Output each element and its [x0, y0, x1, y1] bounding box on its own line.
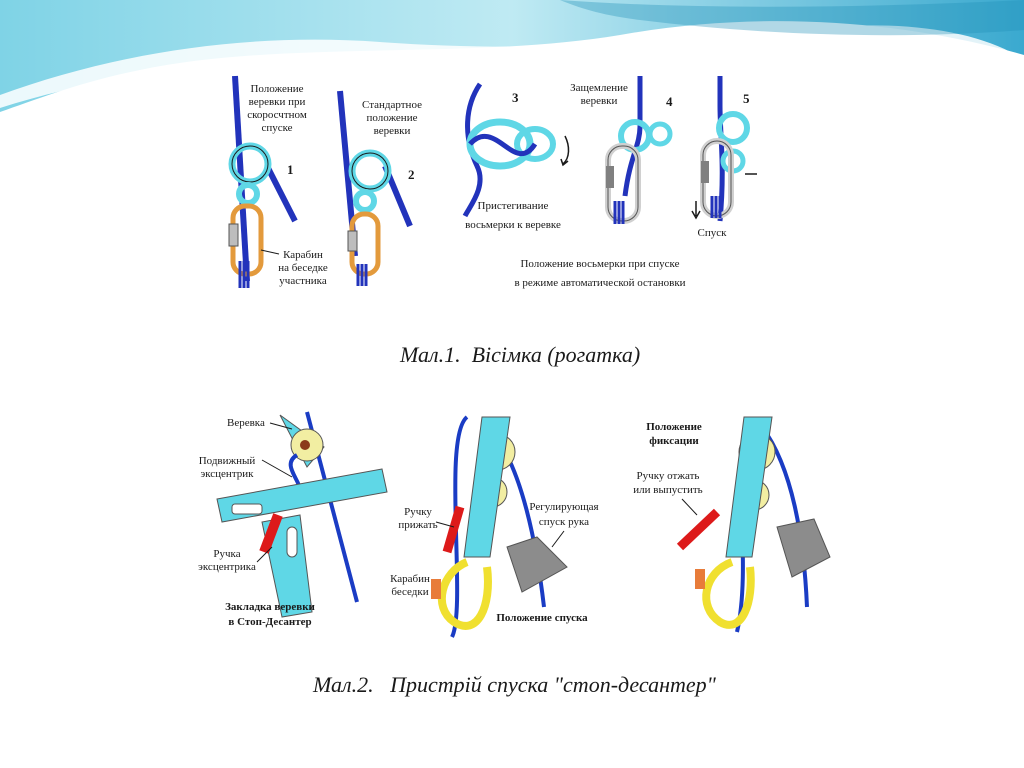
- figure1-label-attaching: Пристегивание восьмерки к веревке: [465, 200, 561, 231]
- svg-text:прижать: прижать: [398, 519, 437, 531]
- figure1-label-position-fast: Положение веревки при скоросчтном спуске: [247, 83, 307, 134]
- svg-text:Регулирующая: Регулирующая: [529, 501, 598, 513]
- figure2-label-cam-handle: Ручка эксцентрика: [198, 548, 256, 573]
- figure2-release-pointer: [681, 498, 698, 516]
- header-wave-decoration: [0, 0, 1024, 112]
- figure1-step5-illustration: [691, 76, 757, 222]
- svg-text:или выпустить: или выпустить: [633, 484, 702, 496]
- svg-text:Положение: Положение: [646, 421, 702, 433]
- figure2-panel-descent-illustration: [431, 415, 568, 638]
- figure1-illustration: Положение веревки при скоросчтном спуске…: [228, 75, 757, 289]
- svg-text:Карабин: Карабин: [283, 249, 323, 261]
- figure2-illustration: Веревка Подвижный эксцентрик Ручка эксце…: [198, 411, 831, 638]
- figure2-panel-fixation-illustration: [676, 416, 831, 633]
- svg-text:Веревка: Веревка: [227, 417, 265, 429]
- svg-text:положение: положение: [367, 112, 418, 124]
- figure2-stop-descender-diagram: Веревка Подвижный эксцентрик Ручка эксце…: [192, 407, 832, 639]
- figure1-step3-illustration: [462, 82, 570, 218]
- svg-text:эксцентрика: эксцентрика: [198, 561, 256, 573]
- svg-text:на беседке: на беседке: [278, 262, 328, 274]
- figure2-regulating-pointer: [551, 530, 565, 548]
- svg-text:эксцентрик: эксцентрик: [200, 468, 254, 480]
- figure1-label-pinching: Защемление веревки: [570, 82, 628, 107]
- figure2-rope-pointer: [269, 422, 293, 430]
- figure1-label-carabiner: Карабин на беседке участника: [278, 249, 328, 287]
- figure2-label-fixation: Положение фиксации: [646, 421, 702, 447]
- step-number-2: 2: [408, 167, 415, 182]
- svg-text:скоросчтном: скоросчтном: [247, 109, 307, 121]
- figure2-label-press-handle: Ручку прижать: [398, 506, 437, 531]
- step-number-3: 3: [512, 90, 519, 105]
- step-number-1: 1: [287, 162, 294, 177]
- svg-text:беседки: беседки: [391, 586, 428, 598]
- svg-text:восьмерки к веревке: восьмерки к веревке: [465, 219, 561, 231]
- svg-text:Стандартное: Стандартное: [362, 99, 422, 111]
- figure2-label-release-handle: Ручку отжать или выпустить: [633, 470, 702, 496]
- svg-text:Ручку отжать: Ручку отжать: [637, 470, 700, 482]
- figure1-figure-eight-diagram: Положение веревки при скоросчтном спуске…: [215, 66, 765, 320]
- svg-text:веревки при: веревки при: [249, 96, 306, 108]
- figure1-step1-illustration: [228, 75, 298, 288]
- figure1-label-descent: Спуск: [698, 227, 728, 239]
- svg-text:Ручка: Ручка: [213, 548, 240, 560]
- svg-text:в Стоп-Десантер: в Стоп-Десантер: [228, 616, 311, 628]
- svg-text:Положение: Положение: [250, 83, 303, 95]
- figure1-step-numbers: 1 2 3 4 5: [287, 90, 750, 182]
- figure1-label-auto-stop: Положение восьмерки при спуске в режиме …: [514, 258, 685, 289]
- figure2-cam-pointer: [261, 459, 293, 478]
- svg-text:спуске: спуске: [261, 122, 292, 134]
- caption-figure1: Мал.1. Вісімка (рогатка): [400, 342, 641, 367]
- svg-text:веревки: веревки: [581, 95, 618, 107]
- svg-text:веревки: веревки: [374, 125, 411, 137]
- figure2-label-descent-position: Положение спуска: [496, 612, 588, 624]
- figure1-step4-illustration: [605, 76, 673, 224]
- svg-text:Подвижный: Подвижный: [199, 455, 256, 467]
- figure2-label-regulating-hand: Регулирующая спуск рука: [529, 501, 598, 528]
- figure1-carabiner-pointer: [260, 249, 280, 255]
- svg-text:Защемление: Защемление: [570, 82, 628, 94]
- figure2-panel-loading-illustration: [216, 411, 388, 618]
- caption-figure2: Мал.2. Пристрій спуска "стоп-десантер": [313, 672, 716, 697]
- svg-text:Пристегивание: Пристегивание: [478, 200, 549, 212]
- step-number-4: 4: [666, 94, 673, 109]
- figure2-label-rope: Веревка: [227, 417, 265, 429]
- figure2-label-movable-cam: Подвижный эксцентрик: [199, 455, 256, 480]
- svg-text:Карабин: Карабин: [390, 573, 430, 585]
- svg-text:Положение восьмерки при спус: Положение восьмерки при спуске: [520, 258, 679, 270]
- svg-text:Закладка веревки: Закладка веревки: [225, 601, 315, 613]
- figure2-label-harness-carabiner: Карабин беседки: [390, 573, 430, 598]
- svg-text:спуск рука: спуск рука: [539, 516, 589, 528]
- svg-text:Ручку: Ручку: [404, 506, 432, 518]
- figure2-press-pointer: [435, 521, 455, 528]
- svg-text:в режиме автоматической ост: в режиме автоматической остановки: [514, 277, 685, 289]
- svg-text:фиксации: фиксации: [649, 435, 699, 447]
- figure2-handle-pointer: [256, 546, 273, 563]
- figure1-step2-illustration: [337, 90, 413, 286]
- step-number-5: 5: [743, 91, 750, 106]
- figure2-label-loading: Закладка веревки в Стоп-Десантер: [225, 601, 315, 628]
- svg-text:участника: участника: [279, 275, 327, 287]
- figure1-label-position-standard: Стандартное положение веревки: [362, 99, 422, 137]
